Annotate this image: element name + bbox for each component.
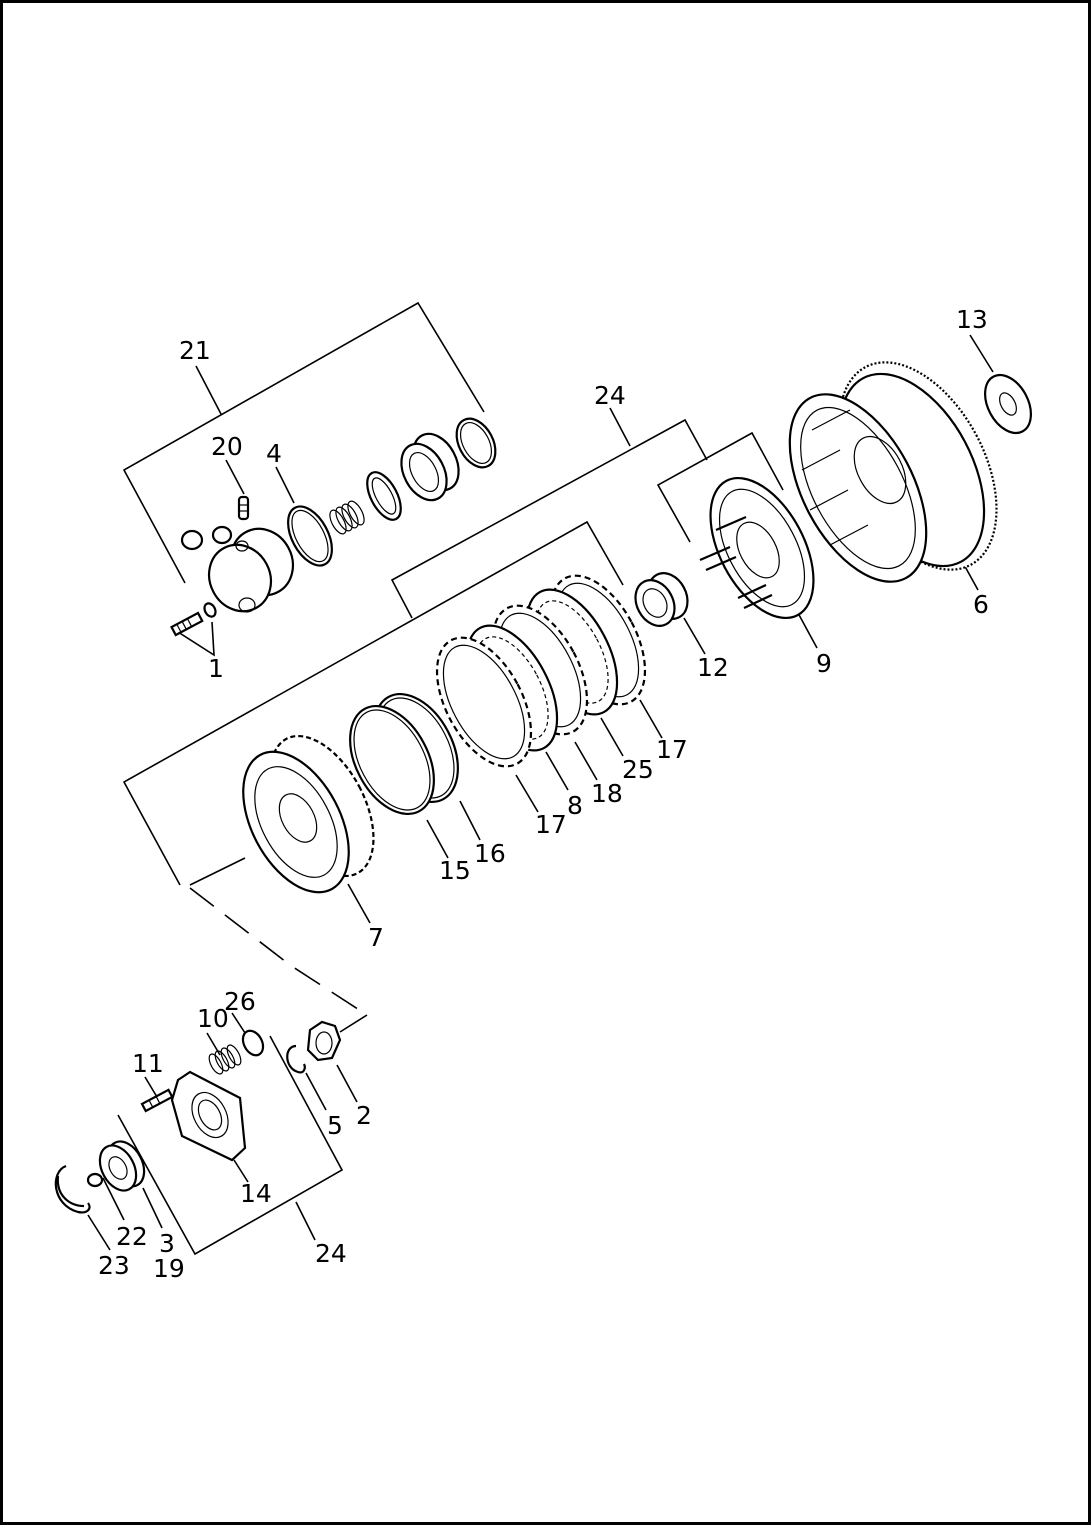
part-26-washer: [241, 1029, 265, 1057]
part-seal-ring: [366, 471, 402, 521]
label-7: 7: [368, 923, 384, 952]
part-22-pin: [86, 1172, 104, 1188]
part-15-seat-ring: [349, 704, 435, 816]
label-17-left: 17: [535, 810, 567, 839]
bracket-24-upper: [390, 407, 784, 619]
part-13-thrust-washer: [984, 373, 1032, 435]
label-14: 14: [240, 1179, 272, 1208]
part-14-release-plate: [170, 1070, 247, 1162]
label-3: 3: [159, 1229, 175, 1258]
label-16: 16: [474, 839, 506, 868]
part-1-bolt-and-washer: [170, 602, 217, 637]
part-10-spring: [208, 1044, 242, 1075]
part-6-clutch-shell: [788, 361, 998, 583]
label-5: 5: [327, 1111, 343, 1140]
part-9-pressure-plate: [699, 476, 815, 620]
bracket-21: [122, 301, 485, 584]
label-18: 18: [591, 779, 623, 808]
label-8: 8: [567, 791, 583, 820]
label-11: 11: [132, 1049, 164, 1078]
label-24-bottom: 24: [315, 1239, 347, 1268]
label-20: 20: [211, 432, 243, 461]
callout-labels: 21 20 4 1 24 13 6 9 12 17 25 18 8 17 16 …: [98, 305, 989, 1283]
label-10: 10: [197, 1004, 229, 1033]
label-9: 9: [816, 649, 832, 678]
part-21-slave-cylinder-housing: [180, 525, 295, 613]
label-25: 25: [622, 755, 654, 784]
label-24-top: 24: [594, 381, 626, 410]
label-15: 15: [439, 856, 471, 885]
label-12: 12: [697, 653, 729, 682]
bracket-24-lower: [117, 1035, 344, 1256]
part-5-retaining-ring: [286, 1044, 306, 1074]
part-7-clutch-hub: [242, 734, 375, 894]
part-20-bleeder-valve: [237, 495, 250, 521]
part-outer-o-ring: [455, 417, 497, 469]
label-17-right: 17: [656, 735, 688, 764]
label-1: 1: [208, 654, 224, 683]
label-6: 6: [973, 590, 989, 619]
label-4: 4: [266, 439, 282, 468]
part-4-o-ring: [287, 505, 333, 567]
label-19: 19: [153, 1254, 185, 1283]
part-23-snap-ring: [54, 1164, 91, 1214]
bracket-dashed-link: [189, 857, 368, 1033]
part-17-friction-plate-left: [435, 636, 533, 768]
label-26: 26: [224, 987, 256, 1016]
part-piston: [400, 432, 460, 502]
part-11-screw: [140, 1088, 174, 1113]
label-23: 23: [98, 1251, 130, 1280]
label-2: 2: [356, 1101, 372, 1130]
part-3-bearing: [98, 1140, 146, 1192]
bracket-clutch-pack: [122, 520, 624, 886]
label-21: 21: [179, 336, 211, 365]
part-2-hub-nut: [306, 1020, 342, 1062]
label-22: 22: [116, 1222, 148, 1251]
part-12-bearing: [634, 572, 689, 627]
part-spring: [329, 500, 365, 535]
label-13: 13: [956, 305, 988, 334]
